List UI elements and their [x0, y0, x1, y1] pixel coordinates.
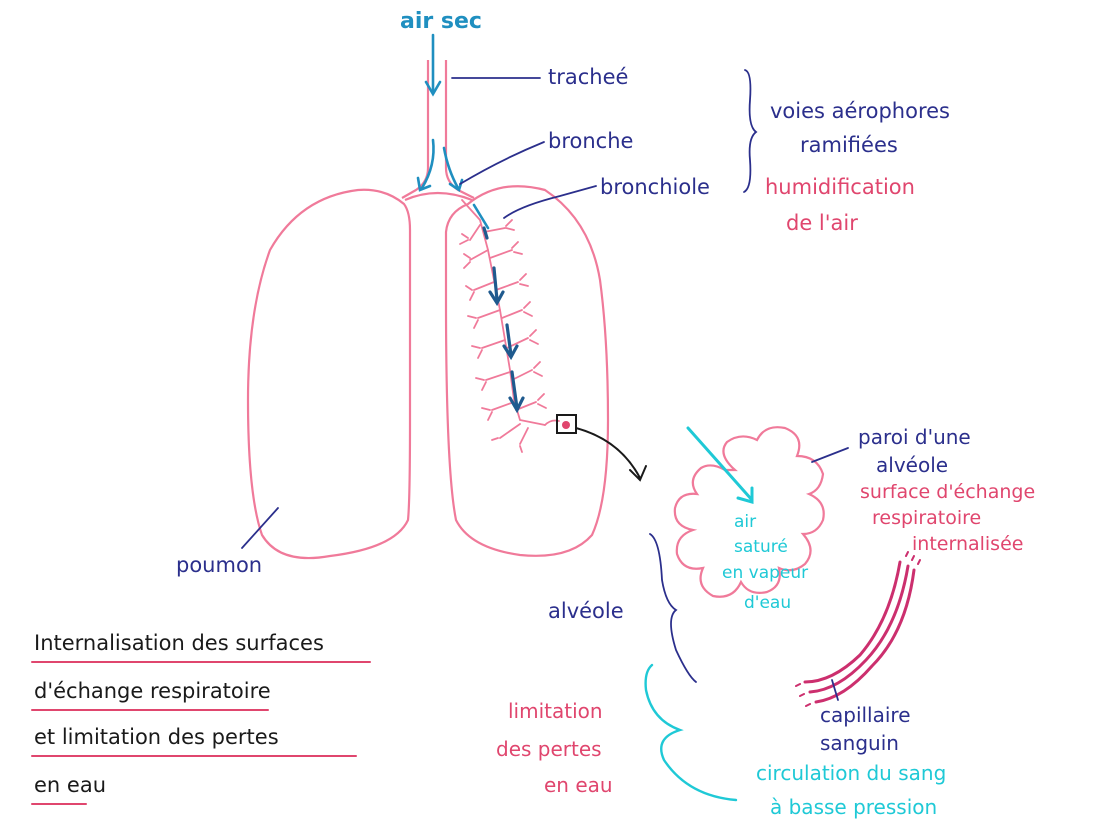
air-sec-label: air sec: [400, 9, 482, 34]
right-lung: [446, 186, 608, 556]
trachea-bifurcation: [405, 193, 472, 200]
voies-label-2: ramifiées: [800, 133, 898, 157]
trachee-label: tracheé: [548, 65, 628, 89]
limitation-label-3: en eau: [544, 773, 613, 797]
circulation-label-1: circulation du sang: [756, 761, 946, 785]
title-line-2: d'échange respiratoire: [34, 679, 271, 703]
paroi-label-2: alvéole: [876, 453, 948, 477]
circulation-label-2: à basse pression: [770, 795, 937, 819]
blood-capillary: [805, 562, 914, 702]
air-sat-label-4: d'eau: [744, 593, 791, 613]
voies-label-1: voies aérophores: [770, 99, 950, 123]
title-line-4: en eau: [34, 773, 106, 797]
air-sat-label-1: air: [734, 512, 756, 532]
alveole-brace: [650, 534, 696, 682]
capillaire-label-1: capillaire: [820, 703, 911, 727]
surface-label-3: internalisée: [912, 533, 1023, 555]
poumon-line: [242, 508, 278, 548]
limitation-label-1: limitation: [508, 699, 603, 723]
alveolus-dot: [562, 421, 570, 429]
bronche-label: bronche: [548, 129, 633, 153]
bronchiole-line: [504, 186, 596, 218]
trachea: [402, 60, 428, 198]
capillaire-label-2: sanguin: [820, 731, 899, 755]
alveole-air-arrow: [688, 428, 752, 502]
air-sat-label-3: en vapeur: [722, 563, 808, 583]
humid-label-1: humidification: [765, 175, 915, 199]
title-line-1: Internalisation des surfaces: [34, 631, 324, 655]
air-sat-label-2: saturé: [734, 537, 788, 557]
bronchiole-label: bronchiole: [600, 175, 710, 199]
voies-brace: [744, 70, 756, 192]
capillary-dots: [796, 552, 920, 706]
left-lung: [248, 190, 410, 558]
bronche-line: [460, 142, 544, 184]
paroi-label-1: paroi d'une: [858, 425, 971, 449]
limitation-label-2: des pertes: [496, 737, 602, 761]
surface-label-2: respiratoire: [872, 507, 981, 529]
paroi-line: [812, 448, 848, 462]
alveole-label: alvéole: [548, 599, 624, 623]
surface-label-1: surface d'échange: [860, 481, 1035, 503]
zoom-arrow: [576, 428, 646, 480]
bronchiole-tree: [460, 200, 559, 452]
humid-label-2: de l'air: [786, 211, 858, 235]
title-line-3: et limitation des pertes: [34, 725, 279, 749]
limitation-brace: [646, 665, 736, 800]
title-block: Internalisation des surfaces d'échange r…: [32, 631, 370, 804]
poumon-label: poumon: [176, 553, 262, 577]
